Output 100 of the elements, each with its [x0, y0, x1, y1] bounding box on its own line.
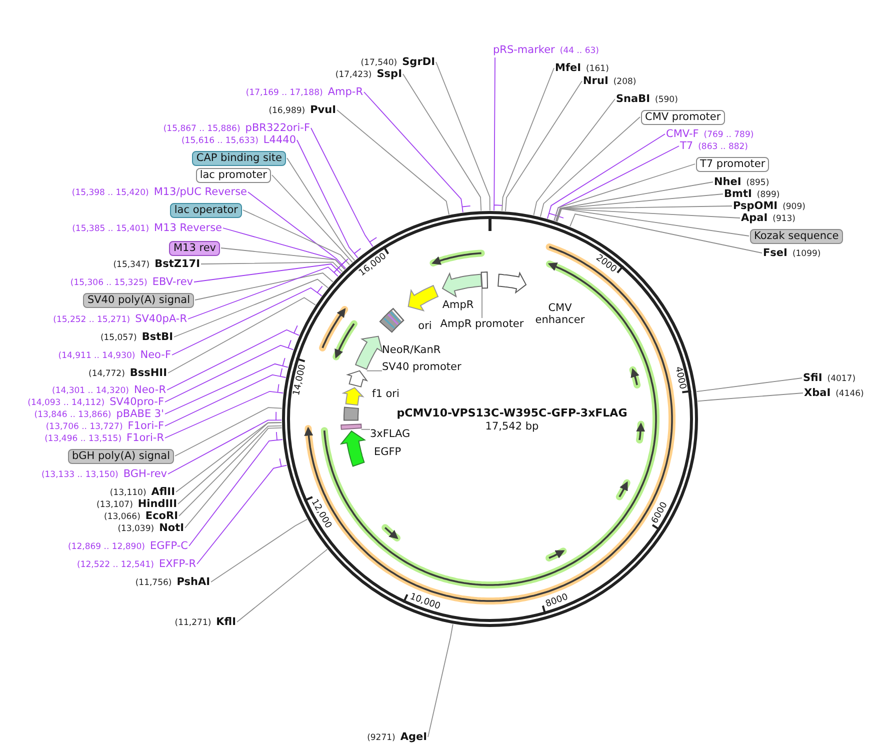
leader-line: [502, 68, 554, 212]
primer-name: BGH-rev: [123, 468, 167, 480]
leader-line: [166, 325, 300, 390]
enzyme-name: NruI: [583, 74, 608, 86]
gene-block: [442, 272, 482, 298]
primer-position: (15,385 .. 15,401): [72, 222, 150, 234]
site-position: (13,066): [104, 510, 140, 522]
feature-label: f1 ori: [372, 388, 400, 400]
site-position: (590): [655, 94, 678, 106]
primer-name: M13 Reverse: [154, 222, 222, 234]
leader-line: [336, 110, 450, 216]
enzyme-name: BstZ17I: [154, 258, 200, 270]
leader-line: [505, 80, 582, 212]
leader-line: [236, 548, 328, 622]
plasmid-name: pCMV10-VPS13C-W395C-GFP-3xFLAG: [396, 406, 628, 420]
site-position: (895): [746, 176, 770, 188]
feature-tag: CMV promoter: [641, 110, 725, 124]
leader-line: [196, 458, 288, 564]
site-position: (17,540): [360, 56, 398, 68]
enzyme-name: KflI: [216, 616, 236, 628]
primer-name: pBR322ori-F: [245, 122, 310, 134]
feature-label: AmpR: [442, 299, 474, 311]
scale-label: 4000: [672, 366, 687, 390]
primer-position: (12,522 .. 12,541): [77, 558, 154, 570]
leader-line: [533, 98, 616, 216]
leader-line: [697, 392, 804, 402]
scale-label: 14,000: [292, 363, 308, 396]
gene-block: [340, 430, 366, 467]
feature-tag: bGH poly(A) signal: [68, 448, 174, 464]
primer-position: (15,398 .. 15,420): [72, 186, 149, 198]
site-position: (13,110): [110, 486, 146, 498]
leader-line: [428, 624, 454, 738]
leader-line: [556, 208, 750, 236]
leader-line: [178, 422, 282, 504]
leader-line: [220, 248, 346, 270]
primer-name: T7: [680, 140, 694, 152]
primer-name: Amp-R: [328, 86, 363, 98]
leader-line: [360, 428, 370, 430]
primer-name: F1ori-R: [126, 432, 164, 444]
leader-line: [696, 378, 802, 392]
leader-line: [172, 286, 323, 356]
primer-position: (14,301 .. 14,320): [52, 384, 129, 396]
enzyme-name: SgrDI: [402, 56, 435, 68]
feature-label: ori: [418, 320, 432, 332]
enzyme-name: SspI: [376, 68, 402, 80]
primer-name: EGFP-C: [150, 540, 188, 552]
leader-line: [286, 158, 356, 261]
leader-line: [494, 57, 503, 211]
enzyme-name: ApaI: [741, 212, 768, 224]
site-position: (15,057): [100, 332, 137, 344]
feature-tag: Kozak sequence: [750, 228, 843, 244]
leader-line: [174, 278, 328, 338]
site-position: (899): [756, 188, 780, 200]
site-position: (17,423): [335, 68, 372, 80]
primer-position: (15,867 .. 15,886): [163, 122, 240, 134]
leader-line: [178, 425, 282, 516]
feature-tag: SV40 poly(A) signal: [83, 292, 194, 308]
leader-line: [200, 262, 343, 272]
feature-label: NeoR/KanR: [382, 344, 441, 356]
primer-position: (14,093 .. 14,112): [28, 396, 105, 408]
enzyme-name: AflII: [151, 486, 175, 498]
site-position: (4017): [827, 372, 856, 384]
leader-line: [242, 210, 350, 266]
plasmid-map: [282, 211, 698, 627]
primer-position: (13,706 .. 13,727): [46, 420, 123, 432]
site-position: (1099): [792, 248, 821, 260]
scale-label: 6000: [650, 500, 670, 526]
leader-line: [556, 208, 740, 222]
feature-label: AmpR promoter: [440, 318, 524, 330]
feature-tag: T7 promoter: [696, 156, 770, 172]
scale-label: 8000: [544, 592, 570, 610]
feature-cluster-block: [379, 308, 404, 333]
primer-position: (17,169 .. 17,188): [246, 86, 323, 98]
leader-line: [222, 228, 348, 270]
primer-position: (769 .. 789): [704, 128, 754, 140]
primer-name: Neo-F: [140, 348, 171, 360]
feature-tag: lac promoter: [196, 168, 271, 182]
primer-position: (13,133 .. 13,150): [41, 468, 118, 480]
leader-line: [184, 427, 282, 528]
feature-tag: M13 rev: [169, 240, 220, 256]
leader-line: [188, 266, 340, 320]
feature-label: 3xFLAG: [370, 428, 410, 440]
primer-name: SV40pro-F: [110, 396, 164, 408]
leader-line: [210, 518, 308, 582]
plasmid-length: 17,542 bp: [485, 420, 539, 434]
feature-block: [344, 406, 359, 421]
leader-line: [168, 411, 282, 474]
leader-line: [164, 368, 286, 426]
leader-line: [164, 358, 288, 414]
leader-line: [436, 62, 490, 211]
leader-line: [570, 213, 762, 254]
leader-line: [188, 432, 283, 546]
site-position: (161): [586, 62, 609, 74]
primer-name: EXFP-R: [158, 558, 196, 570]
primer-name: EBV-rev: [152, 276, 193, 288]
origin-block: [408, 284, 439, 312]
primer-position: (15,306 .. 15,325): [70, 276, 148, 288]
leader-line: [194, 263, 344, 282]
enzyme-name: EcoRI: [145, 510, 178, 522]
primer-name: CMV-F: [666, 128, 699, 140]
